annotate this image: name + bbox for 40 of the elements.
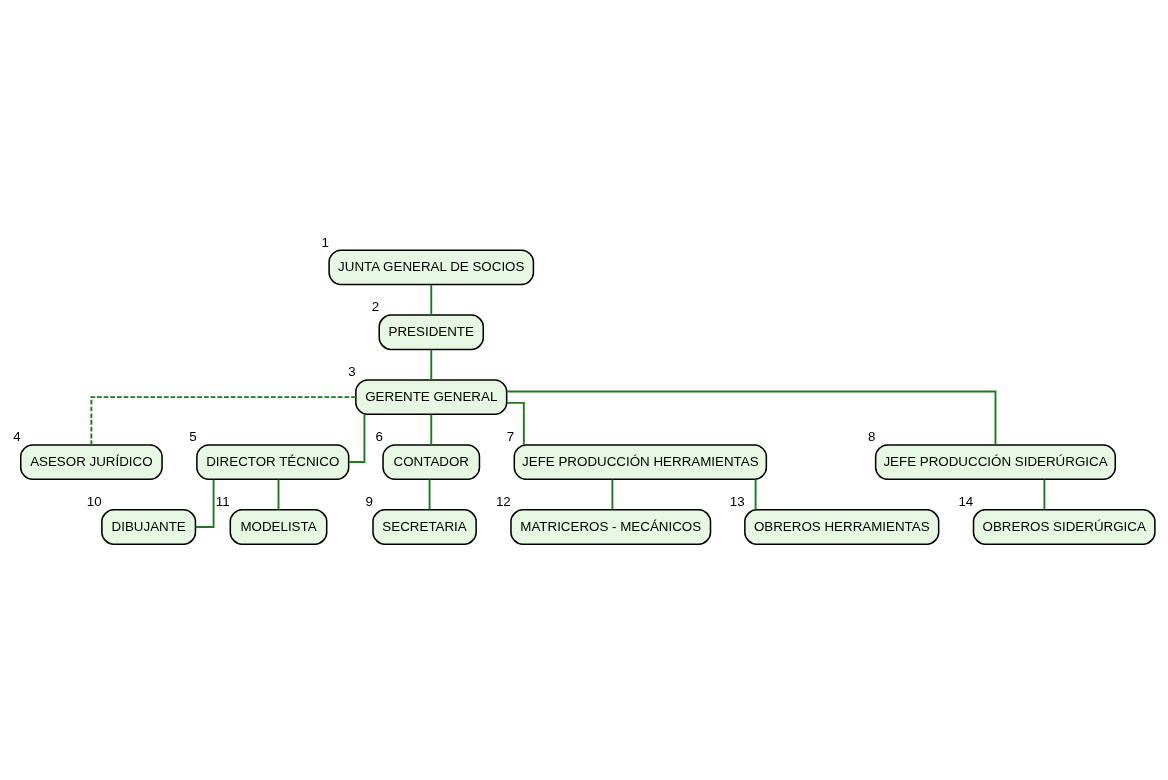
connector xyxy=(90,396,357,446)
node-label: 13 xyxy=(729,494,745,510)
connector xyxy=(611,478,614,511)
node-box: CONTADOR xyxy=(382,444,481,481)
node-box: JEFE PRODUCCIÓN HERRAMIENTAS xyxy=(513,444,768,481)
node-box: SECRETARIA xyxy=(372,509,477,545)
connector xyxy=(505,390,997,446)
node-label: 10 xyxy=(86,494,102,510)
node-label: 12 xyxy=(495,494,511,510)
node-box: JUNTA GENERAL DE SOCIOS xyxy=(328,249,535,286)
node-label: 9 xyxy=(365,494,373,510)
node-label: 4 xyxy=(13,429,21,445)
node-label: 2 xyxy=(371,299,380,315)
node-box: OBREROS HERRAMIENTAS xyxy=(744,509,940,545)
node-label: 6 xyxy=(375,429,383,445)
node-label: 3 xyxy=(348,364,356,380)
node-box: PRESIDENTE xyxy=(378,314,485,351)
node-label: 8 xyxy=(868,429,876,445)
connector xyxy=(505,401,525,446)
node-box: JEFE PRODUCCIÓN SIDERÚRGICA xyxy=(874,444,1117,481)
connector xyxy=(430,283,433,316)
node-box: GERENTE GENERAL xyxy=(355,379,508,416)
connector xyxy=(430,348,433,381)
node-box: DIBUJANTE xyxy=(101,509,197,545)
node-label: 1 xyxy=(321,234,329,250)
node-box: OBREROS SIDERÚRGICA xyxy=(972,509,1156,545)
node-label: 11 xyxy=(215,494,230,510)
node-label: 5 xyxy=(189,429,197,445)
node-box: MATRICEROS - MECÁNICOS xyxy=(510,509,712,545)
node-box: ASESOR JURÍDICO xyxy=(19,444,163,481)
connector xyxy=(194,478,215,528)
connector xyxy=(277,478,280,511)
connector xyxy=(1043,478,1046,511)
node-box: MODELISTA xyxy=(229,509,328,545)
node-label: 7 xyxy=(506,429,515,445)
connector xyxy=(428,478,431,511)
node-box: DIRECTOR TÉCNICO xyxy=(196,444,350,481)
node-label: 14 xyxy=(958,494,974,510)
connector xyxy=(430,413,433,446)
connector xyxy=(754,478,757,511)
